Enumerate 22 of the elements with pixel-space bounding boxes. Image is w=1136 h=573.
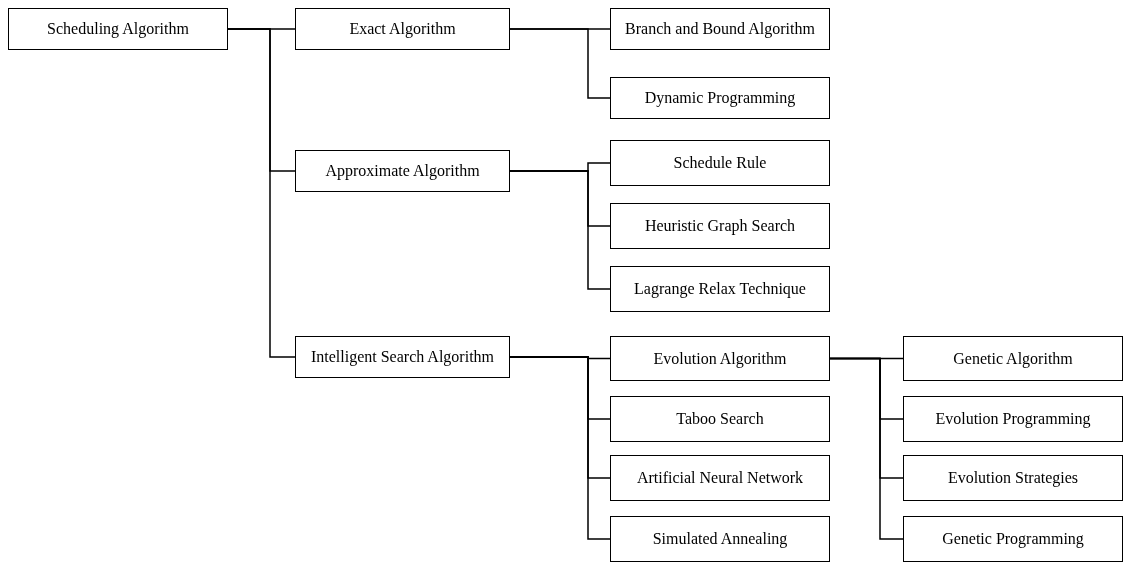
connector-line: [227, 28, 296, 358]
category-box: Branch and Bound Algorithm: [610, 8, 830, 50]
category-box: Evolution Programming: [903, 396, 1123, 442]
category-box: Exact Algorithm: [295, 8, 510, 50]
connector-line: [509, 170, 611, 290]
category-box: Evolution Strategies: [903, 455, 1123, 501]
category-box: Dynamic Programming: [610, 77, 830, 119]
category-box: Taboo Search: [610, 396, 830, 442]
connector-line: [509, 28, 611, 99]
category-box: Genetic Algorithm: [903, 336, 1123, 381]
connector-line: [829, 357, 904, 540]
category-box: Lagrange Relax Technique: [610, 266, 830, 312]
category-box: Intelligent Search Algorithm: [295, 336, 510, 378]
category-box: Genetic Programming: [903, 516, 1123, 562]
category-box: Schedule Rule: [610, 140, 830, 186]
category-box: Artificial Neural Network: [610, 455, 830, 501]
category-box: Simulated Annealing: [610, 516, 830, 562]
connector-line: [509, 356, 611, 540]
category-box: Scheduling Algorithm: [8, 8, 228, 50]
category-box: Approximate Algorithm: [295, 150, 510, 192]
category-box: Heuristic Graph Search: [610, 203, 830, 249]
category-box: Evolution Algorithm: [610, 336, 830, 381]
